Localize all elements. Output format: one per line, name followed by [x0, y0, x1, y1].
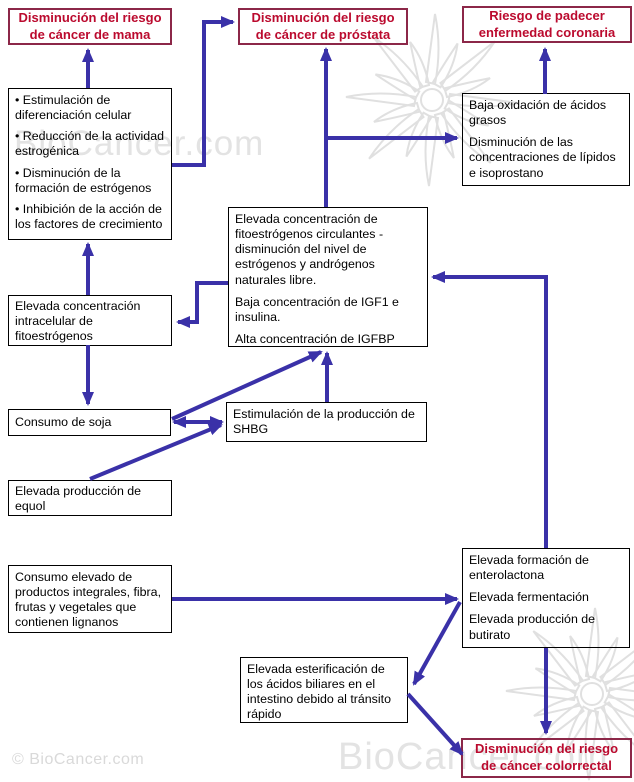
- bullet-item: • Inhibición de la acción de los factore…: [15, 201, 163, 231]
- node-esterificacion-biliares: Elevada esterificación de los ácidos bil…: [240, 657, 408, 723]
- bullet-item: • Disminución de la formación de estróge…: [15, 165, 152, 195]
- node-consumo-soja: Consumo de soja: [8, 409, 171, 436]
- text-line: Elevada fermentación: [469, 590, 589, 605]
- node-enterolactona: Elevada formación de enterolactona Eleva…: [462, 548, 630, 648]
- arrow-esterificacion-to-colorrectal: [406, 692, 464, 756]
- copyright-text: © BioCancer.com: [12, 751, 145, 768]
- arrow-mecanismos-to-prostata: [172, 16, 235, 167]
- node-estimulacion-shbg: Estimulación de la producción de SHBG: [226, 402, 427, 442]
- arrow-enterolactona-to-circulantes: [431, 271, 548, 548]
- node-consumo-lignanos: Consumo elevado de productos integrales,…: [8, 565, 172, 633]
- text-line: Disminución de las concentraciones de lí…: [469, 135, 616, 180]
- arrow-junction-to-esterificacion: [412, 601, 462, 686]
- bullet-item: • Estimulación de diferenciación celular: [15, 93, 132, 123]
- node-riesgo-enfermedad-coronaria: Riesgo de padecer enfermedad coronaria: [462, 6, 632, 43]
- bullet-item: • Reducción de la actividad estrogénica: [15, 129, 164, 159]
- node-mecanismos-mama: • Estimulación de diferenciación celular…: [8, 88, 172, 240]
- node-riesgo-cancer-colorrectal: Disminución del riesgo de cáncer colorre…: [461, 738, 632, 778]
- node-riesgo-cancer-mama: Disminución del riesgo de cáncer de mama: [8, 8, 172, 45]
- text-line: Alta concentración de IGFBP: [235, 331, 395, 346]
- node-baja-oxidacion: Baja oxidación de ácidos grasos Disminuc…: [462, 93, 630, 186]
- node-produccion-equol: Elevada producción de equol: [8, 480, 172, 516]
- arrow-circulantes-to-intracelular: [176, 281, 228, 328]
- node-fitoestrogenos-intracelular: Elevada concentración intracelular de fi…: [8, 295, 172, 346]
- node-riesgo-cancer-prostata: Disminución del riesgo de cáncer de prós…: [238, 8, 408, 45]
- text-line: Baja concentración de IGF1 e insulina.: [235, 294, 399, 324]
- text-line: Elevada formación de enterolactona: [469, 553, 589, 583]
- node-fitoestrogenos-circulantes: Elevada concentración de fitoestrógenos …: [228, 207, 428, 347]
- text-line: Baja oxidación de ácidos grasos: [469, 98, 607, 128]
- text-line: Elevada concentración de fitoestrógenos …: [235, 212, 384, 287]
- text-line: Elevada producción de butirato: [469, 612, 596, 642]
